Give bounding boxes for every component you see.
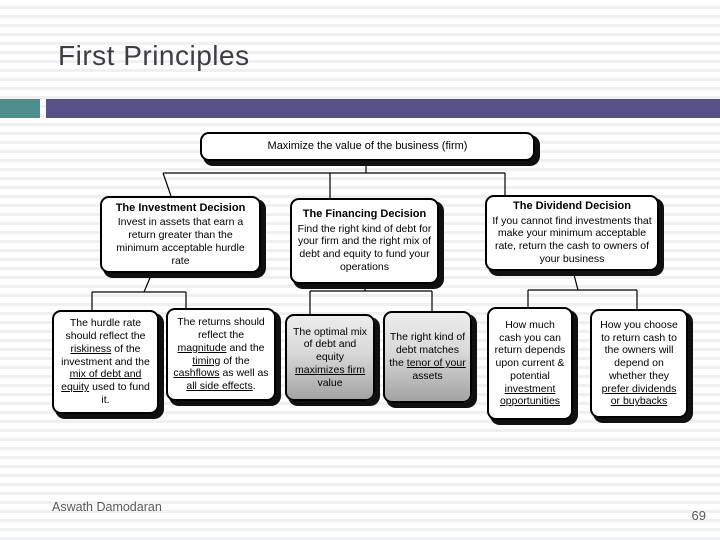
node-right-kind-of-debt: The right kind of debt matches the tenor… bbox=[383, 311, 472, 403]
node-body: If you cannot find investments that make… bbox=[492, 214, 652, 265]
node-text: The right kind of debt matches the tenor… bbox=[389, 331, 466, 382]
node-investment-decision: The Investment Decision Invest in assets… bbox=[100, 196, 261, 273]
node-body: Find the right kind of debt for your fir… bbox=[297, 222, 432, 273]
node-maximize-firm-value: Maximize the value of the business (firm… bbox=[200, 132, 535, 161]
node-returns: The returns should reflect the magnitude… bbox=[166, 308, 276, 401]
page-title: First Principles bbox=[58, 40, 250, 71]
node-text: The hurdle rate should reflect the riski… bbox=[61, 317, 150, 406]
node-how-much-cash: How much cash you can return depends upo… bbox=[487, 307, 573, 420]
node-text: Maximize the value of the business (firm… bbox=[267, 139, 468, 152]
node-optimal-mix: The optimal mix of debt and equity maxim… bbox=[285, 314, 375, 401]
node-text: How you choose to return cash to the own… bbox=[600, 318, 678, 408]
node-dividend-decision: The Dividend Decision If you cannot find… bbox=[485, 195, 659, 271]
node-text: The returns should reflect the magnitude… bbox=[173, 316, 269, 393]
node-hurdle-rate: The hurdle rate should reflect the riski… bbox=[52, 310, 159, 414]
page-number: 69 bbox=[691, 508, 706, 523]
accent-purple-bar bbox=[46, 99, 720, 118]
accent-teal-square bbox=[0, 99, 40, 118]
node-body: Invest in assets that earn a return grea… bbox=[116, 216, 245, 267]
footer-author: Aswath Damodaran bbox=[52, 500, 162, 514]
node-financing-decision: The Financing Decision Find the right ki… bbox=[290, 198, 439, 284]
node-text: The optimal mix of debt and equity maxim… bbox=[292, 325, 368, 389]
node-how-you-choose: How you choose to return cash to the own… bbox=[590, 309, 688, 418]
node-title: The Investment Decision bbox=[115, 201, 246, 214]
node-title: The Dividend Decision bbox=[513, 200, 631, 213]
node-text: How much cash you can return depends upo… bbox=[494, 318, 566, 408]
node-title: The Financing Decision bbox=[302, 208, 427, 221]
